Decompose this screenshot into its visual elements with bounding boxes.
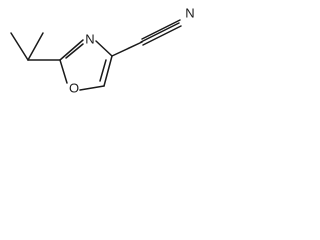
bond-c4-nitrile-carbon <box>111 41 143 57</box>
atom-label-nitrogen-nitrile: N <box>185 5 194 20</box>
bond-c4-c5-double-inner <box>99 59 107 82</box>
bond-c2-n3-double-inner <box>65 43 84 59</box>
bond-methyl-top <box>27 32 44 61</box>
bond-nitrile-triple-1 <box>141 19 181 40</box>
bond-o1-c2 <box>59 59 68 84</box>
bond-c2-n3-double <box>59 39 84 61</box>
bond-c4-c5-double <box>103 55 113 87</box>
bond-nitrile-triple-3 <box>142 25 182 46</box>
bond-n3-c4 <box>95 40 113 57</box>
atom-label-oxygen-ring: O <box>69 80 79 95</box>
bond-c5-o1 <box>79 85 105 91</box>
chemical-structure-diagram: N O N <box>10 5 195 95</box>
atom-label-nitrogen-ring: N <box>85 31 94 46</box>
bond-nitrile-triple-2 <box>140 22 180 43</box>
bond-methyl-left <box>10 32 29 61</box>
